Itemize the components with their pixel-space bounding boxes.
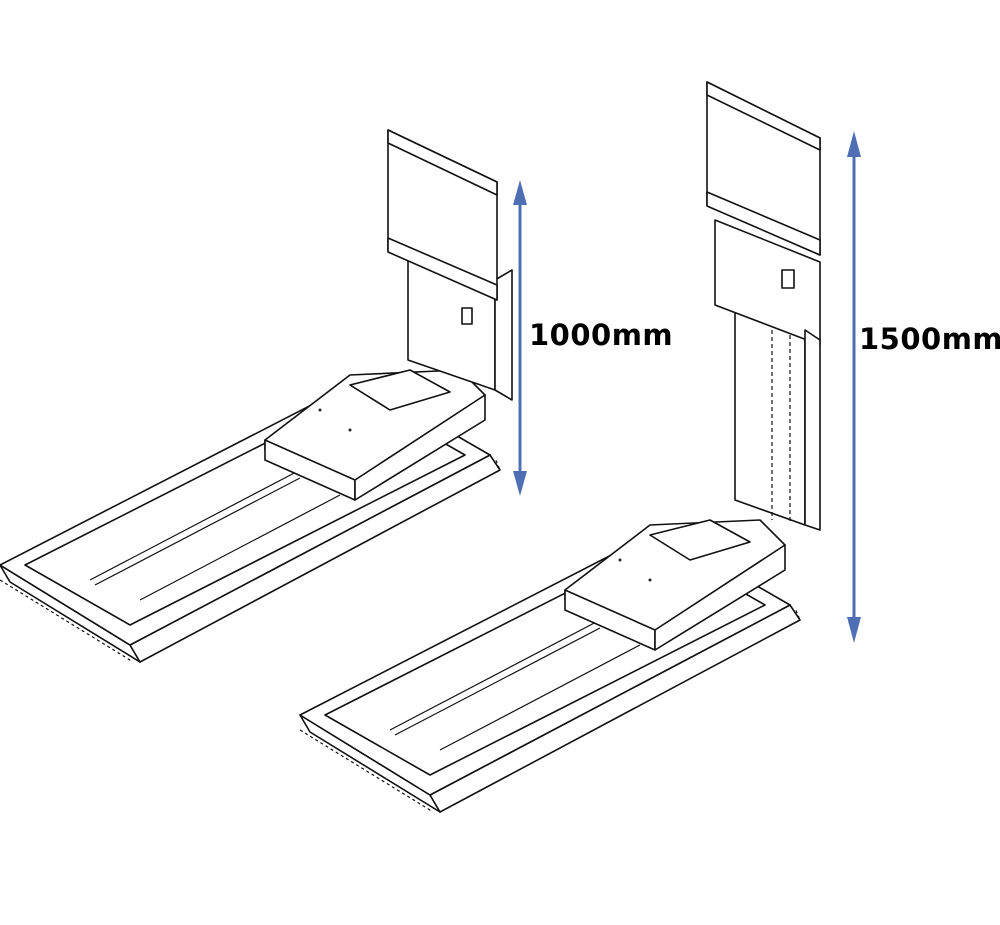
dimension-arrow-1000 (513, 180, 527, 496)
lift-machine-1000 (0, 129, 513, 663)
dimension-arrow-1500 (847, 131, 861, 643)
lift-machine-1500 (299, 81, 821, 813)
height-label-1000: 1000mm (529, 318, 674, 352)
height-label-1500: 1500mm (859, 322, 1000, 356)
